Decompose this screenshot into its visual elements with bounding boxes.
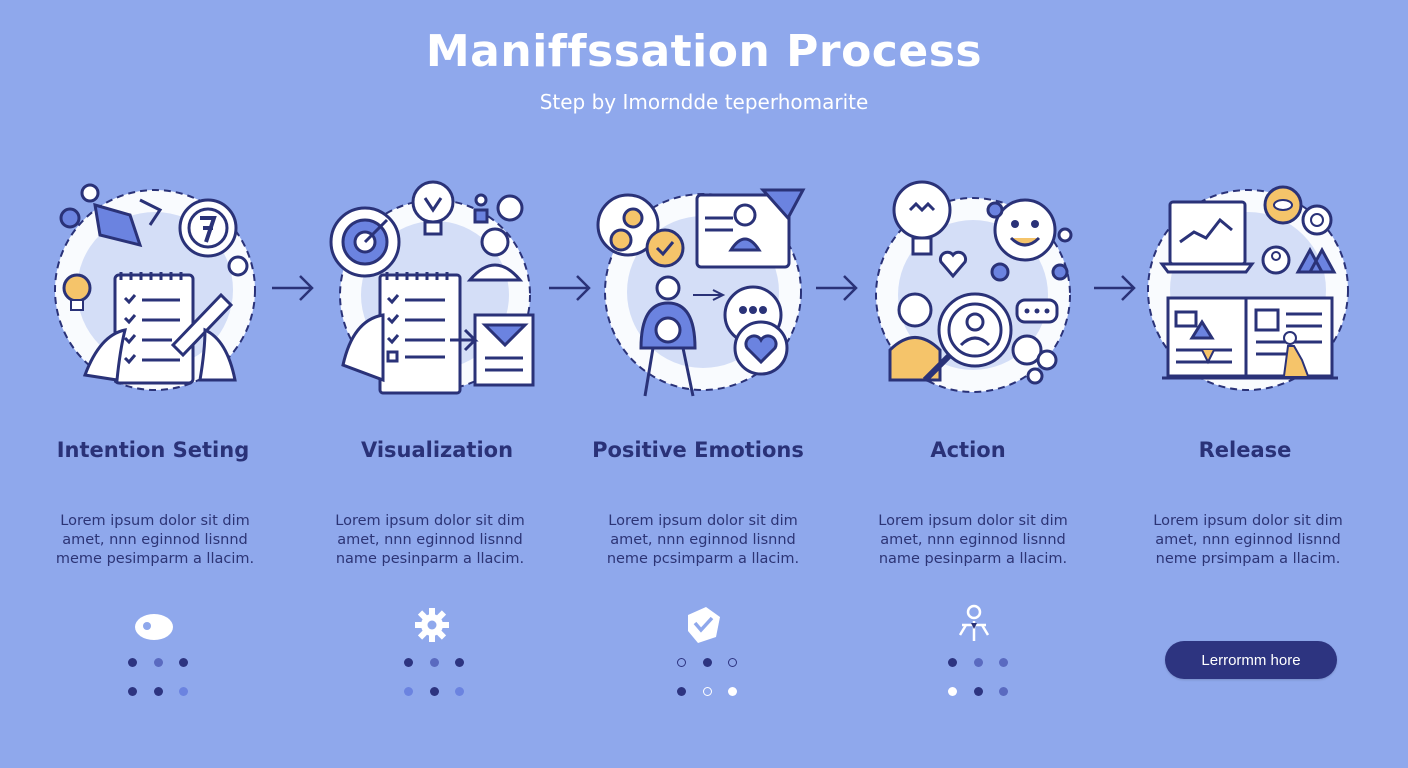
progress-dot	[153, 657, 163, 667]
progress-dots	[948, 656, 1008, 668]
step-description: Lorem ipsum dolor sit dim amet, nnn egin…	[55, 513, 255, 567]
step-description: Lorem ipsum dolor sit dim amet, nnn egin…	[1153, 513, 1343, 567]
step-title-action: Action	[930, 438, 1006, 462]
progress-dots	[677, 685, 737, 697]
progress-dots	[128, 685, 188, 697]
person-network-icon	[958, 604, 990, 641]
progress-dot	[429, 686, 439, 696]
progress-dot	[128, 686, 137, 696]
progress-dot	[999, 657, 1008, 667]
progress-dot	[404, 657, 413, 667]
progress-dot	[153, 686, 163, 696]
progress-dots	[404, 685, 464, 697]
toggle-icon	[135, 614, 173, 640]
progress-dot	[948, 686, 957, 696]
step-title-positive-emotions: Positive Emotions	[592, 438, 804, 462]
progress-dot	[404, 686, 413, 696]
page-subtitle: Step by Imorndde teperhomarite	[539, 90, 869, 114]
progress-dot	[128, 657, 137, 667]
progress-dot	[973, 657, 983, 667]
progress-dots	[404, 656, 464, 668]
step-description: Lorem ipsum dolor sit dim amet, nnn egin…	[606, 513, 800, 567]
progress-dots	[948, 685, 1008, 697]
progress-dot	[455, 657, 464, 667]
check-tag-icon	[688, 607, 720, 643]
progress-dot	[702, 657, 712, 667]
step-description: Lorem ipsum dolor sit dim amet, nnn egin…	[878, 513, 1068, 567]
arrow-right-icon	[816, 275, 858, 301]
step-title-visualization: Visualization	[360, 438, 514, 462]
progress-dot	[948, 657, 957, 667]
progress-dot	[179, 657, 188, 667]
progress-dot	[728, 686, 737, 696]
person-heart-icon	[593, 180, 813, 400]
progress-dot	[455, 686, 464, 696]
step-title-intention-setting: Intention Seting	[56, 438, 250, 462]
arrow-right-icon	[1094, 275, 1136, 301]
learn-more-button[interactable]: Lerrormm hore	[1165, 641, 1337, 679]
progress-dot	[677, 686, 686, 696]
checklist-with-pen-icon	[45, 180, 265, 400]
lightbulb-person-icon	[865, 180, 1085, 400]
progress-dot	[677, 657, 686, 667]
progress-dot	[179, 686, 188, 696]
progress-dot	[702, 686, 712, 696]
step-description: Lorem ipsum dolor sit dim amet, nnn egin…	[335, 513, 525, 567]
progress-dots	[128, 656, 188, 668]
laptop-book-icon	[1140, 180, 1360, 400]
gear-icon	[415, 608, 449, 642]
progress-dot	[429, 657, 439, 667]
progress-dot	[973, 686, 983, 696]
page-title: Maniffssation Process	[425, 26, 983, 77]
target-checklist-icon	[325, 180, 545, 400]
progress-dots	[677, 656, 737, 668]
arrow-right-icon	[549, 275, 591, 301]
arrow-right-icon	[272, 275, 314, 301]
progress-dot	[999, 686, 1008, 696]
step-title-release: Release	[1198, 438, 1292, 462]
progress-dot	[728, 657, 737, 667]
